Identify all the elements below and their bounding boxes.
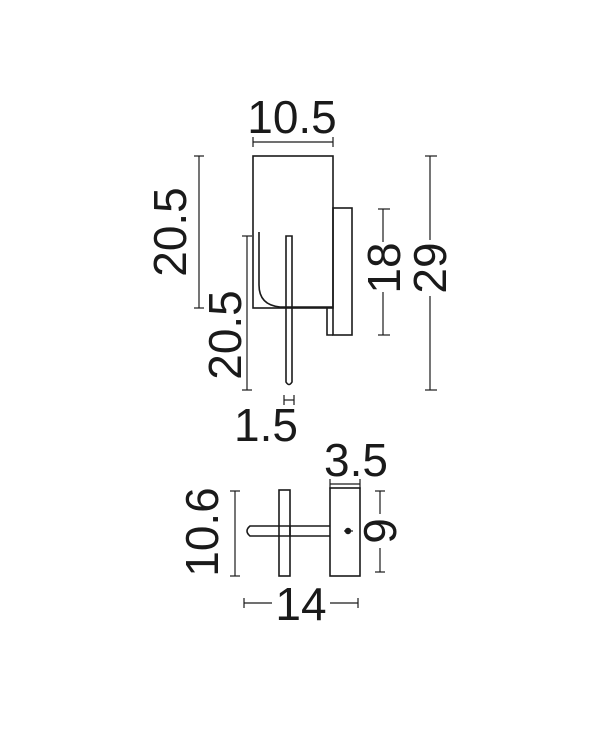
dim-total-projection-label: 14 xyxy=(275,578,326,630)
dim-top-depth-label: 10.6 xyxy=(176,487,228,577)
top-view: 3.5 10.6 9 14 xyxy=(176,434,406,630)
dim-tube-diameter-label: 1.5 xyxy=(234,399,298,451)
dim-base-depth: 3.5 xyxy=(324,434,388,489)
dim-total-projection: 14 xyxy=(243,578,359,630)
wall-plate xyxy=(332,207,353,336)
dim-base-height-label: 18 xyxy=(358,242,410,293)
dim-tube-height: 20.5 xyxy=(199,235,252,391)
glass-tube xyxy=(285,235,293,386)
dim-shade-height: 20.5 xyxy=(144,155,204,309)
dim-base-width: 9 xyxy=(354,490,406,573)
shade-outline xyxy=(252,155,334,309)
dim-base-depth-label: 3.5 xyxy=(324,434,388,486)
top-shade xyxy=(278,489,291,577)
front-view: 10.5 20.5 20.5 1.5 18 xyxy=(144,91,456,451)
dim-tube-height-label: 20.5 xyxy=(199,290,251,380)
dim-shade-width-label: 10.5 xyxy=(247,91,337,143)
top-horizontal-tube xyxy=(246,525,291,537)
dim-total-height: 29 xyxy=(404,155,456,391)
dim-base-width-label: 9 xyxy=(354,518,406,544)
dim-base-height: 18 xyxy=(358,208,410,336)
dim-shade-width: 10.5 xyxy=(247,91,337,147)
dim-shade-height-label: 20.5 xyxy=(144,187,196,277)
dim-tube-diameter: 1.5 xyxy=(234,395,298,451)
screw-icon xyxy=(344,527,353,535)
dim-total-height-label: 29 xyxy=(404,242,456,293)
plate-connector xyxy=(326,308,333,336)
top-base-plate xyxy=(329,487,361,577)
dim-top-depth: 10.6 xyxy=(176,487,240,577)
shade-curve xyxy=(258,232,333,308)
